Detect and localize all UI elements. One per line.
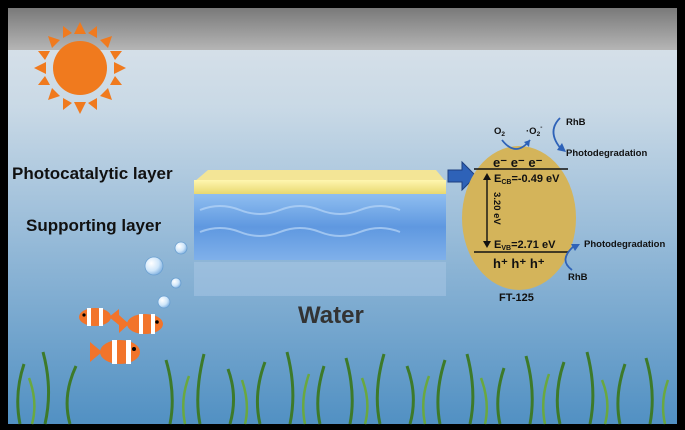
photocatalytic-layer-top bbox=[194, 170, 446, 182]
frame-bottom bbox=[0, 424, 685, 430]
sun-icon bbox=[34, 22, 126, 114]
reduction-arrowhead bbox=[524, 140, 530, 147]
bubble bbox=[157, 295, 171, 309]
degradation-arrowhead-bottom bbox=[571, 244, 580, 251]
bubble bbox=[144, 256, 164, 276]
photodegradation-bottom-label: Photodegradation bbox=[584, 239, 665, 250]
bandgap-label: 3.20 eV bbox=[491, 192, 502, 225]
catalyst-name: FT-125 bbox=[499, 292, 534, 304]
frame-right bbox=[677, 0, 685, 430]
supporting-layer bbox=[194, 194, 446, 260]
fish-icon bbox=[90, 340, 140, 364]
cb-energy-label: ECB=-0.49 eV bbox=[494, 173, 560, 186]
seaweed-light bbox=[27, 373, 670, 425]
rhb-top-label: RhB bbox=[566, 117, 586, 128]
electrons-label: e⁻ e⁻ e⁻ bbox=[493, 155, 543, 170]
water-label: Water bbox=[298, 302, 364, 329]
photocatalytic-layer bbox=[194, 180, 446, 194]
photocatalytic-layer-label: Photocatalytic layer bbox=[12, 164, 173, 183]
catalyst-particle bbox=[462, 146, 576, 290]
fish-icon bbox=[119, 314, 163, 334]
bubbles bbox=[144, 241, 188, 309]
seaweed bbox=[16, 351, 654, 425]
photodegradation-top-label: Photodegradation bbox=[566, 148, 647, 159]
superoxide-label: ·O2- bbox=[526, 124, 542, 138]
bubble bbox=[174, 241, 188, 255]
oxygen-label: O2 bbox=[494, 126, 505, 138]
fish-icon bbox=[79, 308, 119, 326]
block-reflection bbox=[194, 262, 446, 296]
vb-energy-label: EVB=2.71 eV bbox=[494, 239, 556, 252]
composite-block bbox=[194, 170, 446, 296]
rhb-bottom-label: RhB bbox=[568, 272, 588, 283]
frame-top bbox=[0, 0, 685, 8]
degradation-arrowhead-top bbox=[557, 143, 566, 152]
supporting-layer-label: Supporting layer bbox=[26, 216, 161, 235]
bubble bbox=[170, 277, 182, 289]
degradation-arrow-bottom bbox=[564, 245, 575, 271]
frame-left bbox=[0, 0, 8, 430]
arrow-right-icon bbox=[447, 160, 477, 192]
surface-bar bbox=[0, 0, 685, 50]
holes-label: h⁺ h⁺ h⁺ bbox=[493, 256, 545, 271]
bandgap-arrow bbox=[483, 173, 491, 248]
